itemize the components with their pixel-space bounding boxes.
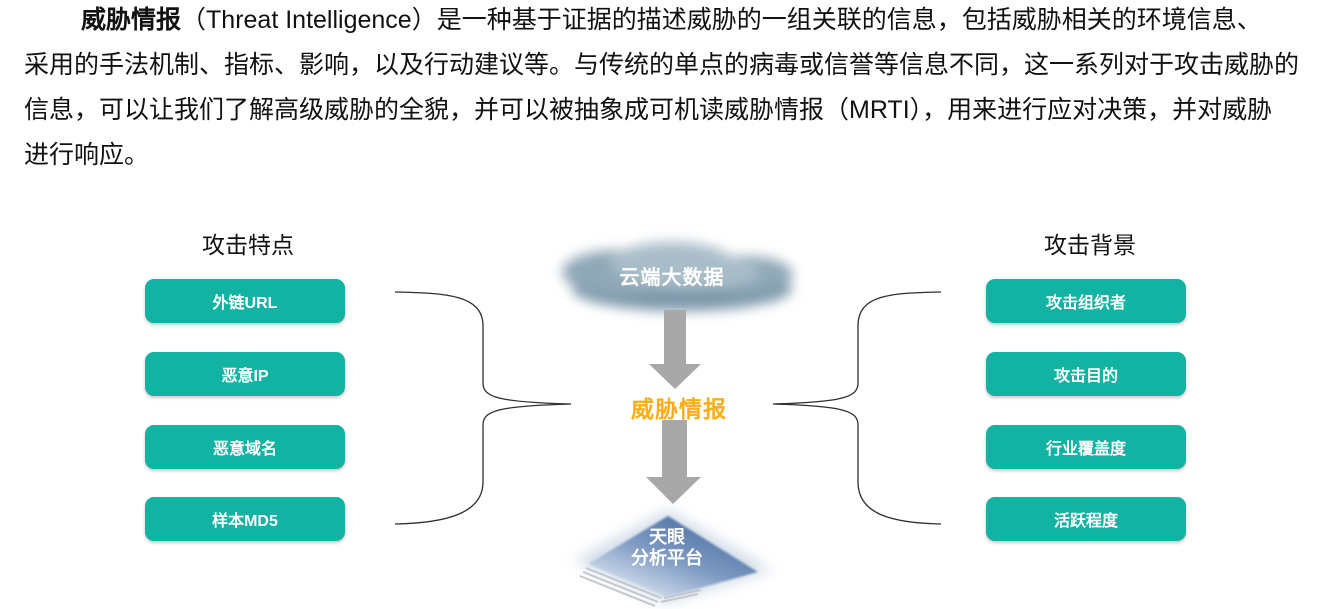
left-item-label-3: 恶意域名 xyxy=(212,441,277,458)
left-item-label-4: 样本MD5 xyxy=(212,513,278,530)
intro-line-4-text: 进行响应。 xyxy=(24,141,150,169)
platform-edge-ribs xyxy=(579,567,702,607)
down-arrow-top xyxy=(649,310,701,389)
intro-line-2: 采用的手法机制、指标、影响，以及行动建议等。与传统的单点的病毒或信誉等信息不同，… xyxy=(24,43,1334,88)
platform-label-line-1: 天眼 xyxy=(649,527,685,547)
intro-line-4: 进行响应。 xyxy=(24,133,1334,178)
left-group-title: 攻击特点 xyxy=(202,232,294,258)
intro-bold-term: 威胁情报 xyxy=(81,6,182,34)
intro-line-2-text: 采用的手法机制、指标、影响，以及行动建议等。与传统的单点的病毒或信誉等信息不同，… xyxy=(24,51,1300,79)
left-item-box-1: 外链URL xyxy=(145,279,345,323)
right-item-box-3: 行业覆盖度 xyxy=(986,425,1186,469)
right-item-label-2: 攻击目的 xyxy=(1053,368,1118,385)
left-item-label-2: 恶意IP xyxy=(221,368,269,385)
intro-line-3-text: 信息，可以让我们了解高级威胁的全貌，并可以被抽象成可机读威胁情报（MRTI），用… xyxy=(24,96,1273,124)
down-arrow-bottom xyxy=(646,420,701,504)
platform-label: 天眼 分析平台 xyxy=(567,527,767,569)
left-item-box-3: 恶意域名 xyxy=(145,425,345,469)
right-item-box-4: 活跃程度 xyxy=(986,497,1186,541)
cloud-label: 云端大数据 xyxy=(619,267,725,289)
right-brace xyxy=(772,291,942,525)
left-brace xyxy=(394,291,572,525)
right-item-label-4: 活跃程度 xyxy=(1053,513,1118,530)
intro-line-1: 威胁情报（Threat Intelligence）是一种基于证据的描述威胁的一组… xyxy=(24,0,1334,43)
right-item-box-1: 攻击组织者 xyxy=(986,279,1186,323)
platform-label-line-2: 分析平台 xyxy=(631,548,703,568)
cloud-shape xyxy=(562,242,793,311)
right-item-label-1: 攻击组织者 xyxy=(1045,295,1126,312)
intro-paragraph: 威胁情报（Threat Intelligence）是一种基于证据的描述威胁的一组… xyxy=(24,0,1334,178)
core-label: 威胁情报 xyxy=(631,396,727,422)
left-item-box-2: 恶意IP xyxy=(145,352,345,396)
platform-shape xyxy=(588,516,758,597)
right-group-title: 攻击背景 xyxy=(1044,232,1136,258)
right-item-label-3: 行业覆盖度 xyxy=(1045,441,1126,458)
intro-line-1-text: （Threat Intelligence）是一种基于证据的描述威胁的一组关联的信… xyxy=(181,6,1262,34)
left-item-box-4: 样本MD5 xyxy=(145,497,345,541)
right-item-box-2: 攻击目的 xyxy=(986,352,1186,396)
left-item-label-1: 外链URL xyxy=(212,295,278,312)
intro-line-3: 信息，可以让我们了解高级威胁的全貌，并可以被抽象成可机读威胁情报（MRTI），用… xyxy=(24,88,1334,133)
